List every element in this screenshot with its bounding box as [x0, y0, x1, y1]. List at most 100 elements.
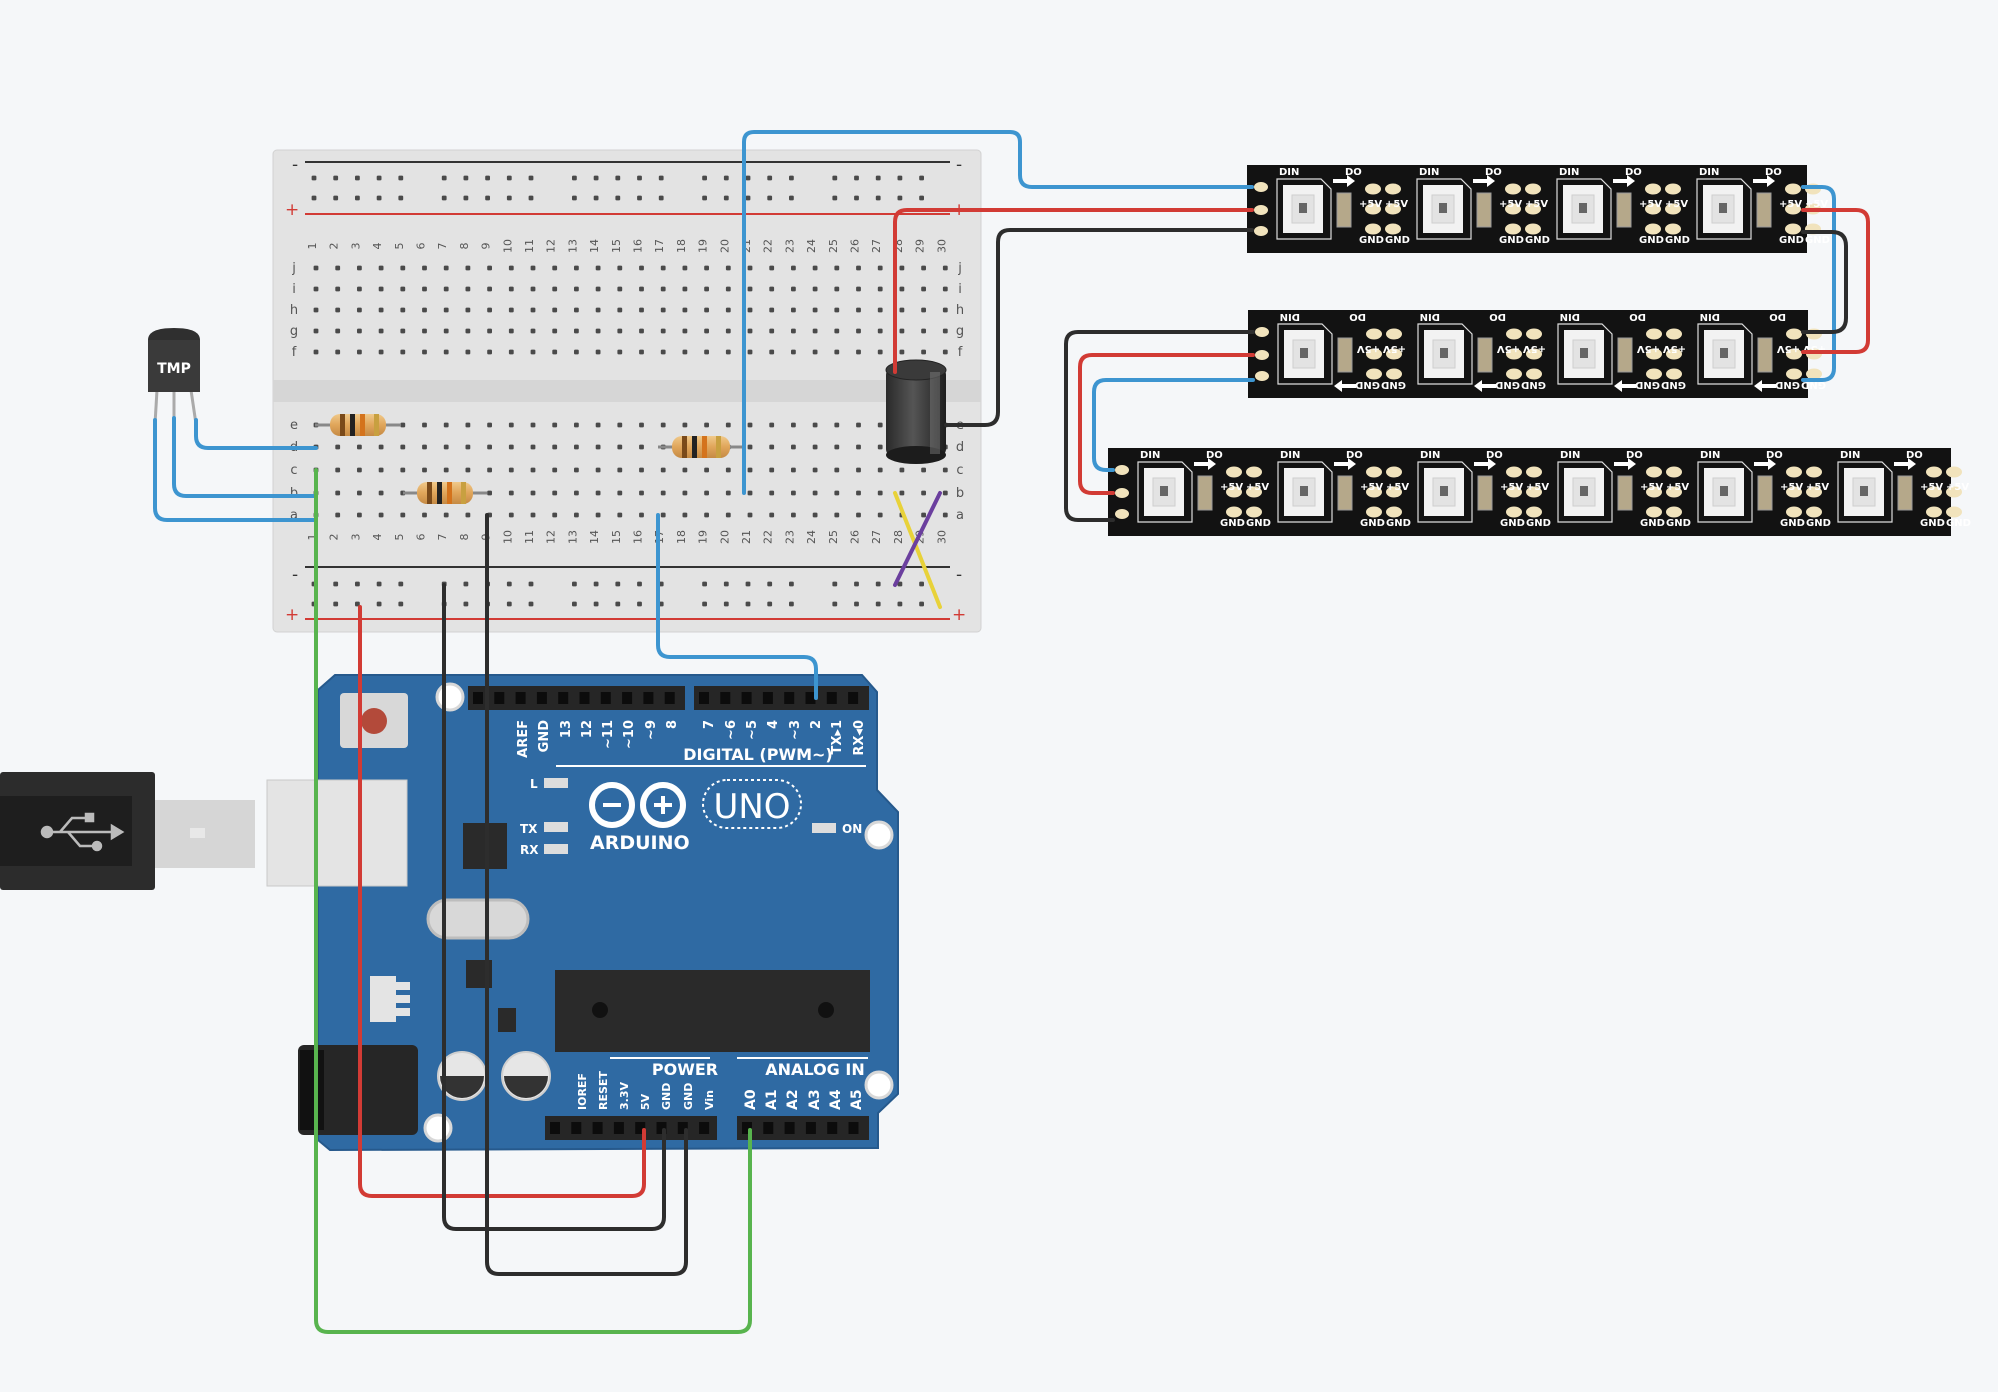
terminal-hole[interactable] [639, 286, 644, 292]
terminal-hole[interactable] [877, 307, 883, 313]
terminal-hole[interactable] [856, 349, 861, 355]
terminal-hole[interactable] [422, 512, 427, 518]
terminal-hole[interactable] [834, 444, 840, 450]
terminal-hole[interactable] [682, 349, 688, 355]
wire-gnd-to-rail-2[interactable] [485, 513, 688, 1276]
usb-cable[interactable] [0, 772, 255, 890]
terminal-hole[interactable] [747, 307, 753, 313]
terminal-hole[interactable] [552, 444, 558, 450]
rail-hole[interactable] [355, 581, 360, 587]
terminal-hole[interactable] [704, 307, 709, 313]
wire-5v-to-rail[interactable] [358, 605, 646, 1198]
rail-hole[interactable] [919, 175, 924, 181]
terminal-hole[interactable] [747, 286, 753, 292]
terminal-hole[interactable] [443, 512, 449, 518]
terminal-hole[interactable] [791, 512, 796, 518]
rail-hole[interactable] [528, 601, 534, 607]
terminal-hole[interactable] [465, 349, 471, 355]
terminal-hole[interactable] [769, 444, 775, 450]
terminal-hole[interactable] [769, 512, 775, 518]
terminal-hole[interactable] [617, 467, 623, 473]
wire-5v-strip-1-to-2[interactable] [1801, 208, 1870, 354]
terminal-hole[interactable] [617, 349, 623, 355]
rail-hole[interactable] [832, 581, 838, 587]
terminal-hole[interactable] [595, 467, 601, 473]
terminal-hole[interactable] [812, 265, 818, 271]
wire-data-in-strip-1[interactable] [742, 130, 1254, 495]
terminal-hole[interactable] [682, 512, 688, 518]
rail-hole[interactable] [311, 195, 317, 201]
terminal-hole[interactable] [574, 422, 579, 428]
terminal-hole[interactable] [508, 467, 514, 473]
rail-hole[interactable] [919, 581, 924, 587]
terminal-hole[interactable] [400, 349, 406, 355]
terminal-hole[interactable] [856, 490, 861, 496]
terminal-hole[interactable] [357, 512, 362, 518]
terminal-hole[interactable] [682, 490, 688, 496]
terminal-hole[interactable] [856, 467, 861, 473]
terminal-hole[interactable] [747, 422, 753, 428]
terminal-hole[interactable] [660, 328, 666, 334]
header-pin[interactable] [643, 692, 654, 704]
terminal-hole[interactable] [725, 467, 731, 473]
terminal-hole[interactable] [812, 349, 818, 355]
rail-hole[interactable] [767, 601, 773, 607]
terminal-hole[interactable] [574, 265, 579, 271]
terminal-hole[interactable] [877, 328, 883, 334]
terminal-hole[interactable] [595, 349, 601, 355]
header-pin[interactable] [494, 692, 505, 704]
terminal-hole[interactable] [921, 349, 926, 355]
rail-hole[interactable] [875, 195, 881, 201]
terminal-hole[interactable] [791, 444, 796, 450]
header-pin[interactable] [592, 1122, 603, 1134]
terminal-hole[interactable] [660, 467, 666, 473]
terminal-hole[interactable] [530, 265, 536, 271]
rail-hole[interactable] [637, 581, 642, 587]
terminal-hole[interactable] [617, 265, 623, 271]
rail-hole[interactable] [355, 195, 360, 201]
header-pin[interactable] [848, 692, 859, 704]
terminal-hole[interactable] [791, 490, 796, 496]
header-pin[interactable] [579, 692, 590, 704]
terminal-hole[interactable] [335, 349, 341, 355]
terminal-hole[interactable] [357, 467, 362, 473]
terminal-hole[interactable] [834, 265, 840, 271]
rail-hole[interactable] [463, 581, 469, 587]
resistor-2[interactable] [403, 482, 487, 504]
terminal-hole[interactable] [508, 422, 514, 428]
resistor-1[interactable] [315, 414, 400, 436]
terminal-hole[interactable] [552, 512, 558, 518]
analog-header[interactable] [737, 1116, 869, 1140]
terminal-hole[interactable] [856, 307, 861, 313]
terminal-hole[interactable] [639, 490, 644, 496]
terminal-hole[interactable] [422, 444, 427, 450]
rail-hole[interactable] [376, 601, 382, 607]
wire-gnd-to-rail-1[interactable] [442, 583, 666, 1231]
terminal-hole[interactable] [877, 490, 883, 496]
rail-hole[interactable] [463, 195, 469, 201]
terminal-hole[interactable] [422, 422, 427, 428]
terminal-hole[interactable] [508, 307, 514, 313]
terminal-hole[interactable] [335, 490, 341, 496]
rail-hole[interactable] [572, 581, 577, 587]
terminal-hole[interactable] [725, 490, 731, 496]
terminal-hole[interactable] [639, 328, 644, 334]
terminal-hole[interactable] [899, 328, 905, 334]
terminal-hole[interactable] [942, 467, 948, 473]
terminal-hole[interactable] [834, 422, 840, 428]
terminal-hole[interactable] [595, 307, 601, 313]
terminal-hole[interactable] [639, 444, 644, 450]
terminal-hole[interactable] [725, 286, 731, 292]
wire-analog-a0[interactable] [314, 468, 752, 1334]
terminal-hole[interactable] [660, 490, 666, 496]
rail-hole[interactable] [506, 581, 512, 587]
terminal-hole[interactable] [747, 467, 753, 473]
rail-hole[interactable] [832, 601, 838, 607]
terminal-hole[interactable] [791, 265, 796, 271]
terminal-hole[interactable] [617, 422, 623, 428]
terminal-hole[interactable] [704, 422, 709, 428]
terminal-hole[interactable] [617, 512, 623, 518]
